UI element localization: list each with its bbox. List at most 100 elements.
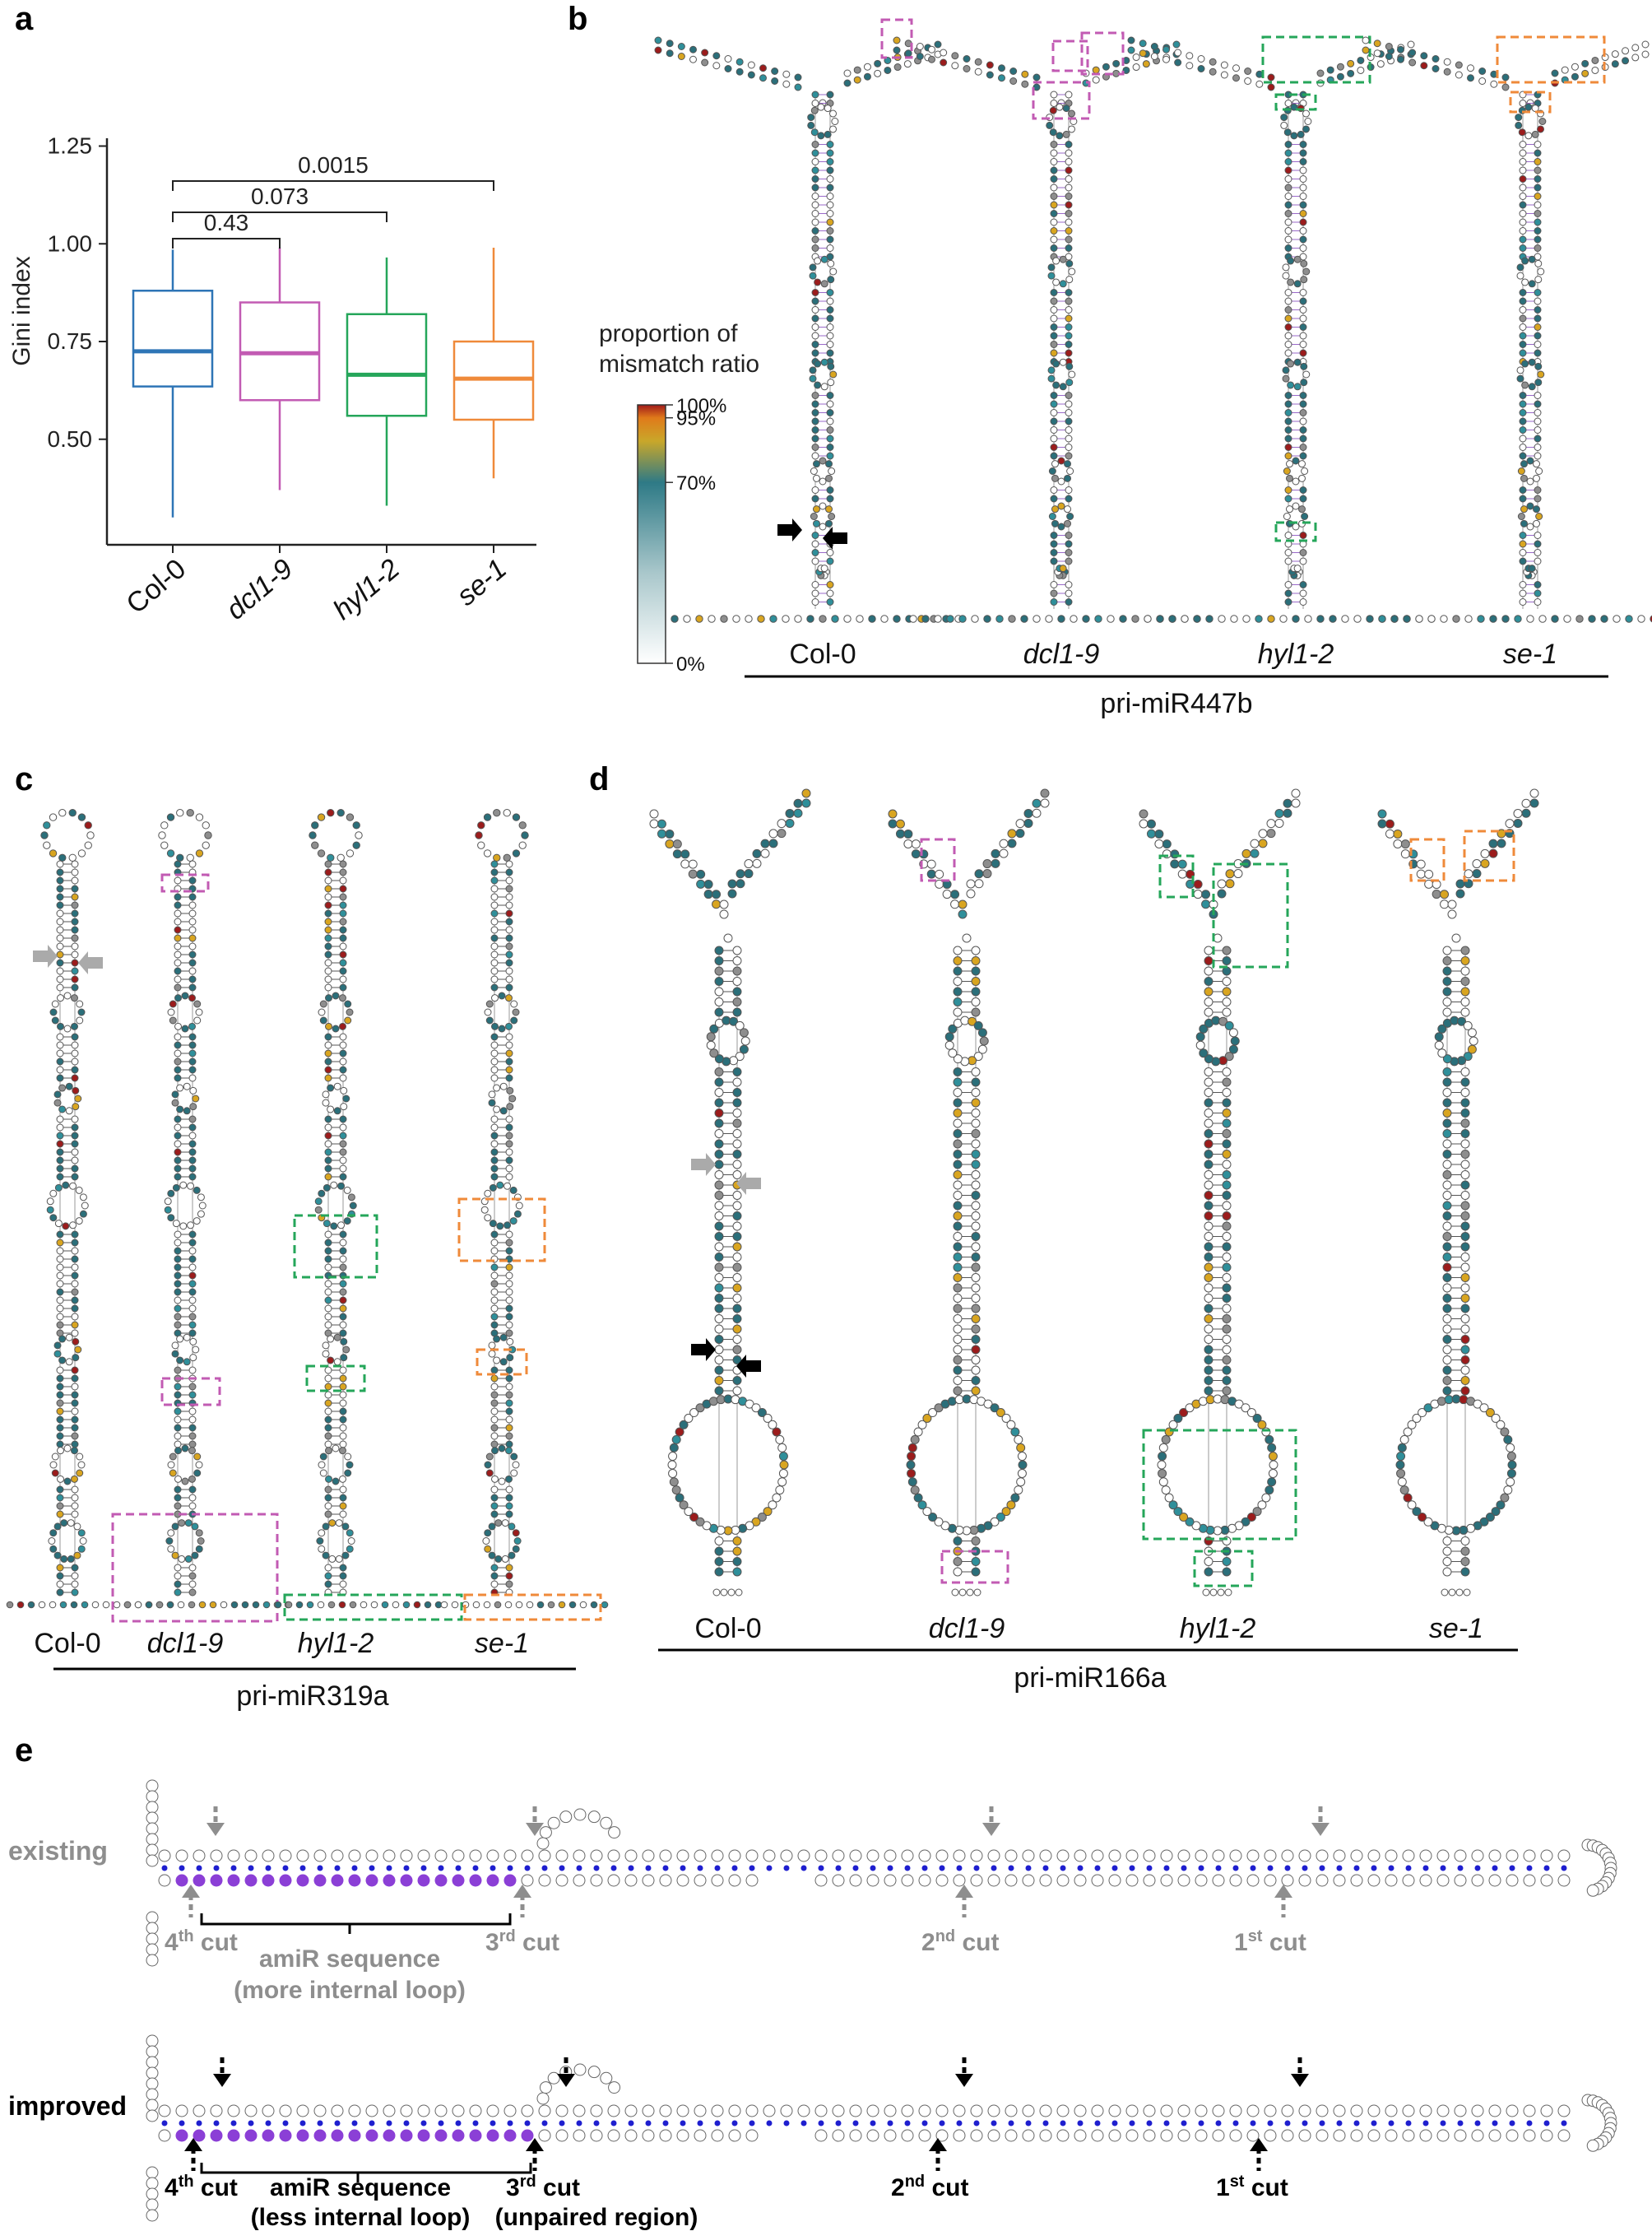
nucleotide [714, 1221, 724, 1231]
nucleotide [1204, 1150, 1213, 1159]
nucleotide [714, 1232, 724, 1241]
nucleotide [56, 1271, 64, 1280]
base-pair-dot [369, 2120, 375, 2126]
highlight-box [940, 1550, 1009, 1584]
nucleotide [1191, 1521, 1201, 1531]
nucleotide [714, 1262, 724, 1272]
nucleotide [1442, 1273, 1452, 1282]
base-pair-dot [593, 1865, 600, 1871]
base-pair-dot [490, 1865, 496, 1871]
nucleotide [1050, 306, 1058, 314]
base-pair-dot [1267, 2120, 1274, 2126]
nucleotide [573, 1808, 587, 1821]
nucleotide [1299, 289, 1307, 296]
nucleotide [490, 893, 499, 901]
nucleotide [1501, 615, 1510, 623]
nucleotide [1009, 77, 1018, 85]
nucleotide [1193, 615, 1201, 623]
nucleotide [727, 879, 737, 889]
nucleotide [1442, 1109, 1452, 1118]
x-tick-label: Col-0 [120, 553, 192, 620]
nucleotide [1650, 615, 1652, 623]
nucleotide [188, 1074, 197, 1082]
nucleotide [174, 1140, 182, 1148]
nucleotide [71, 1296, 79, 1304]
rna-title: pri-miR166a [1014, 1662, 1166, 1694]
nucleotide [907, 1468, 916, 1478]
nucleotide [971, 956, 981, 965]
nucleotide [1460, 1160, 1470, 1169]
nucleotide [1261, 1493, 1271, 1503]
nucleotide [330, 1222, 338, 1230]
nucleotide [971, 615, 979, 623]
nucleotide [1591, 66, 1599, 74]
nucleotide [1519, 417, 1527, 425]
nucleotide [174, 1366, 182, 1374]
nucleotide [811, 193, 819, 200]
nucleotide [1108, 1849, 1121, 1862]
nucleotide [322, 1522, 330, 1531]
nucleotide [1287, 360, 1295, 368]
nucleotide [974, 67, 982, 76]
nucleotide [1534, 417, 1542, 425]
nucleotide [296, 1849, 309, 1862]
nucleotide [1631, 53, 1640, 62]
nucleotide [1204, 1232, 1213, 1241]
p-value-label: 0.073 [251, 184, 309, 209]
nucleotide [1204, 1386, 1213, 1396]
nucleotide [521, 831, 529, 839]
nucleotide [1284, 184, 1292, 192]
nucleotide [317, 813, 326, 821]
nucleotide [1065, 379, 1074, 387]
nucleotide [51, 1452, 59, 1461]
nucleotide [174, 1485, 182, 1494]
nucleotide [714, 1335, 724, 1344]
nucleotide [971, 1007, 981, 1017]
nucleotide [1065, 581, 1073, 588]
nucleotide [274, 1601, 282, 1609]
nucleotide [1463, 1020, 1473, 1030]
nucleotide [174, 1475, 182, 1483]
nucleotide [1302, 370, 1311, 379]
nucleotide [714, 1294, 724, 1303]
nucleotide [1009, 67, 1018, 75]
nucleotide [71, 1271, 79, 1280]
base-pair-dot [731, 2120, 738, 2126]
nucleotide [501, 1519, 509, 1527]
nucleotide [714, 1054, 724, 1064]
nucleotide [1336, 72, 1344, 81]
nucleotide [732, 1314, 742, 1323]
nucleotide [768, 839, 778, 848]
nucleotide [1204, 1283, 1213, 1293]
nucleotide [1091, 1849, 1104, 1862]
nucleotide [1252, 1413, 1262, 1423]
nucleotide [1513, 818, 1523, 828]
nucleotide [1222, 1201, 1232, 1211]
nucleotide [1521, 808, 1531, 818]
nucleotide [1016, 1443, 1026, 1452]
nucleotide [666, 40, 674, 48]
nucleotide [971, 946, 981, 955]
nucleotide [910, 1485, 920, 1495]
nucleotide [1385, 2129, 1398, 2142]
nucleotide [977, 1028, 987, 1038]
nucleotide [1299, 435, 1307, 443]
nucleotide [434, 1874, 448, 1887]
nucleotide [1229, 2129, 1242, 2142]
nucleotide [188, 1022, 196, 1030]
nucleotide [71, 1263, 79, 1271]
nucleotide [1284, 201, 1292, 209]
highlight-box [1193, 1550, 1254, 1587]
nucleotide [296, 2129, 309, 2142]
nucleotide [1488, 2129, 1501, 2142]
nucleotide [53, 1341, 62, 1350]
nucleotide [188, 1383, 197, 1391]
nucleotide [499, 1333, 508, 1341]
nucleotide [1534, 444, 1542, 451]
nucleotide [1218, 615, 1226, 623]
nucleotide [953, 1304, 963, 1313]
nucleotide [782, 80, 791, 88]
nucleotide [174, 1033, 182, 1041]
nucleotide [1460, 977, 1470, 986]
nucleotide [1222, 977, 1232, 986]
